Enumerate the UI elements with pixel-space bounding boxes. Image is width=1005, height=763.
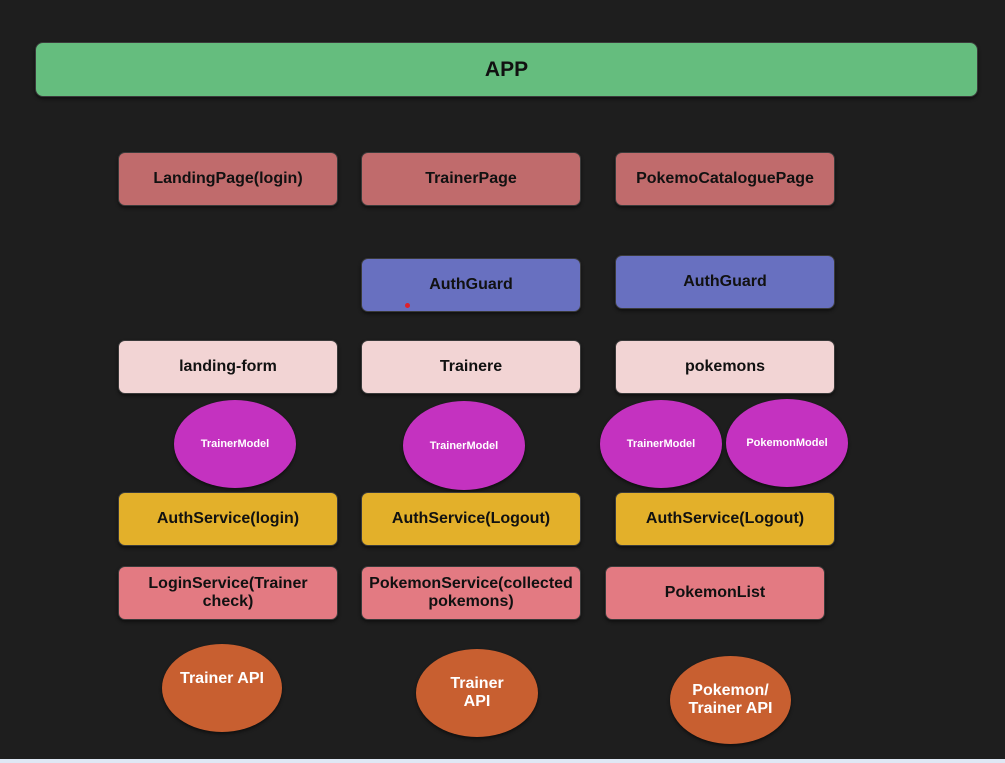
trainer-auth-guard-label: AuthGuard: [429, 276, 513, 293]
trainere-node: Trainere: [361, 340, 581, 394]
catalogue-auth-service-node: AuthService(Logout): [615, 492, 835, 546]
landing-trainer-model-node: TrainerModel: [174, 400, 296, 488]
landing-trainer-model-label: TrainerModel: [200, 438, 270, 450]
pokemons-node: pokemons: [615, 340, 835, 394]
catalogue-trainer-model-label: TrainerModel: [626, 438, 696, 450]
trainer-page-node: TrainerPage: [361, 152, 581, 206]
red-cursor-dot: [405, 303, 410, 308]
trainer-page-label: TrainerPage: [425, 170, 517, 187]
trainer-auth-service-node: AuthService(Logout): [361, 492, 581, 546]
catalogue-trainer-model-node: TrainerModel: [600, 400, 722, 488]
pokemon-list-label: PokemonList: [664, 584, 766, 601]
pokemons-label: pokemons: [684, 358, 765, 375]
trainer-auth-service-label: AuthService(Logout): [391, 510, 551, 527]
trainere-label: Trainere: [439, 358, 503, 375]
trainer-trainer-model-node: TrainerModel: [403, 401, 525, 490]
landing-trainer-api-node: Trainer API: [162, 644, 282, 732]
catalogue-page-node: PokemoCataloguePage: [615, 152, 835, 206]
landing-page-label: LandingPage(login): [153, 170, 303, 187]
pokemon-trainer-api-label: Pokemon/ Trainer API: [688, 682, 773, 717]
trainer-api-node: Trainer API: [416, 649, 538, 737]
landing-auth-service-node: AuthService(login): [118, 492, 338, 546]
landing-page-node: LandingPage(login): [118, 152, 338, 206]
app-node: APP: [35, 42, 978, 97]
pokemon-trainer-api-node: Pokemon/ Trainer API: [670, 656, 791, 744]
landing-trainer-api-label: Trainer API: [180, 670, 264, 687]
pokemon-service-label: PokemonService(collected pokemons): [369, 575, 573, 610]
trainer-trainer-model-label: TrainerModel: [429, 439, 499, 452]
catalogue-pokemon-model-node: PokemonModel: [726, 399, 848, 487]
login-service-node: LoginService(Trainer check): [118, 566, 338, 620]
catalogue-auth-guard-label: AuthGuard: [683, 273, 767, 290]
catalogue-page-label: PokemoCataloguePage: [636, 170, 814, 187]
login-service-label: LoginService(Trainer check): [148, 575, 308, 610]
catalogue-pokemon-model-label: PokemonModel: [746, 437, 828, 449]
catalogue-auth-service-label: AuthService(Logout): [645, 510, 805, 527]
app-label: APP: [484, 57, 529, 81]
pokemon-service-node: PokemonService(collected pokemons): [361, 566, 581, 620]
trainer-api-label: Trainer API: [450, 675, 504, 710]
bottom-edge-strip: [0, 759, 1005, 763]
trainer-auth-guard-node: AuthGuard: [361, 258, 581, 312]
landing-form-label: landing-form: [179, 358, 277, 375]
landing-auth-service-label: AuthService(login): [156, 510, 300, 527]
catalogue-auth-guard-node: AuthGuard: [615, 255, 835, 309]
pokemon-list-node: PokemonList: [605, 566, 825, 620]
landing-form-node: landing-form: [118, 340, 338, 394]
